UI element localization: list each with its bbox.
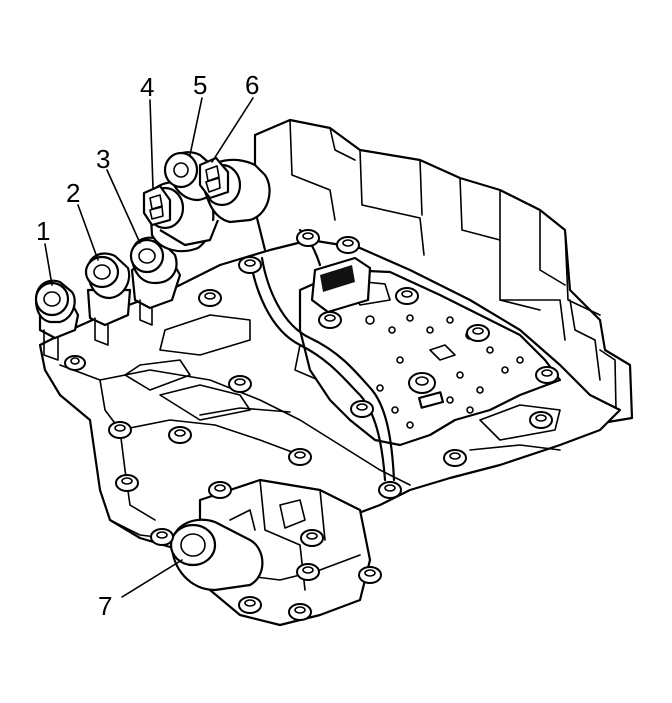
- harness-connector: [310, 256, 372, 314]
- bolt: [318, 311, 342, 329]
- bolts: [64, 229, 559, 621]
- leader-line-6: [211, 97, 254, 163]
- leader-line-3: [106, 169, 141, 244]
- solenoid-1: [34, 279, 80, 361]
- bolt: [395, 287, 419, 305]
- bolt: [238, 596, 262, 614]
- leader-line-5: [189, 97, 203, 156]
- bolt: [115, 474, 139, 492]
- solenoid-6: [198, 156, 271, 224]
- bolt: [64, 355, 86, 371]
- leader-lines: [44, 97, 254, 598]
- solenoid-2: [84, 252, 132, 346]
- callout-4: 4: [140, 72, 154, 102]
- bolt: [208, 481, 232, 499]
- bolt: [288, 603, 312, 621]
- bolt: [150, 528, 174, 546]
- bolt: [336, 236, 360, 254]
- bolt: [238, 256, 262, 274]
- callout-6: 6: [245, 70, 259, 100]
- bolt: [443, 449, 467, 467]
- callout-labels: 1 2 3 4 5 6 7: [36, 70, 259, 621]
- bolt: [350, 400, 374, 418]
- bolt: [300, 529, 324, 547]
- bolt: [529, 411, 553, 429]
- callout-7: 7: [98, 591, 112, 621]
- bolt: [466, 324, 490, 342]
- bolt: [296, 563, 320, 581]
- bolt: [108, 421, 132, 439]
- callout-3: 3: [96, 144, 110, 174]
- leader-line-4: [149, 99, 154, 189]
- bolt: [168, 426, 192, 444]
- leader-line-2: [77, 204, 99, 261]
- bolt: [288, 448, 312, 466]
- leader-line-7: [121, 559, 183, 598]
- bolt: [296, 229, 320, 247]
- bolt: [198, 289, 222, 307]
- bolt: [228, 375, 252, 393]
- callout-2: 2: [66, 178, 80, 208]
- callout-5: 5: [193, 70, 207, 100]
- bolt: [378, 481, 402, 499]
- solenoid-7: [169, 518, 264, 592]
- bolt: [358, 566, 382, 584]
- callout-1: 1: [36, 216, 50, 246]
- leader-line-1: [44, 243, 53, 286]
- bolt: [408, 372, 436, 394]
- bolt: [535, 366, 559, 384]
